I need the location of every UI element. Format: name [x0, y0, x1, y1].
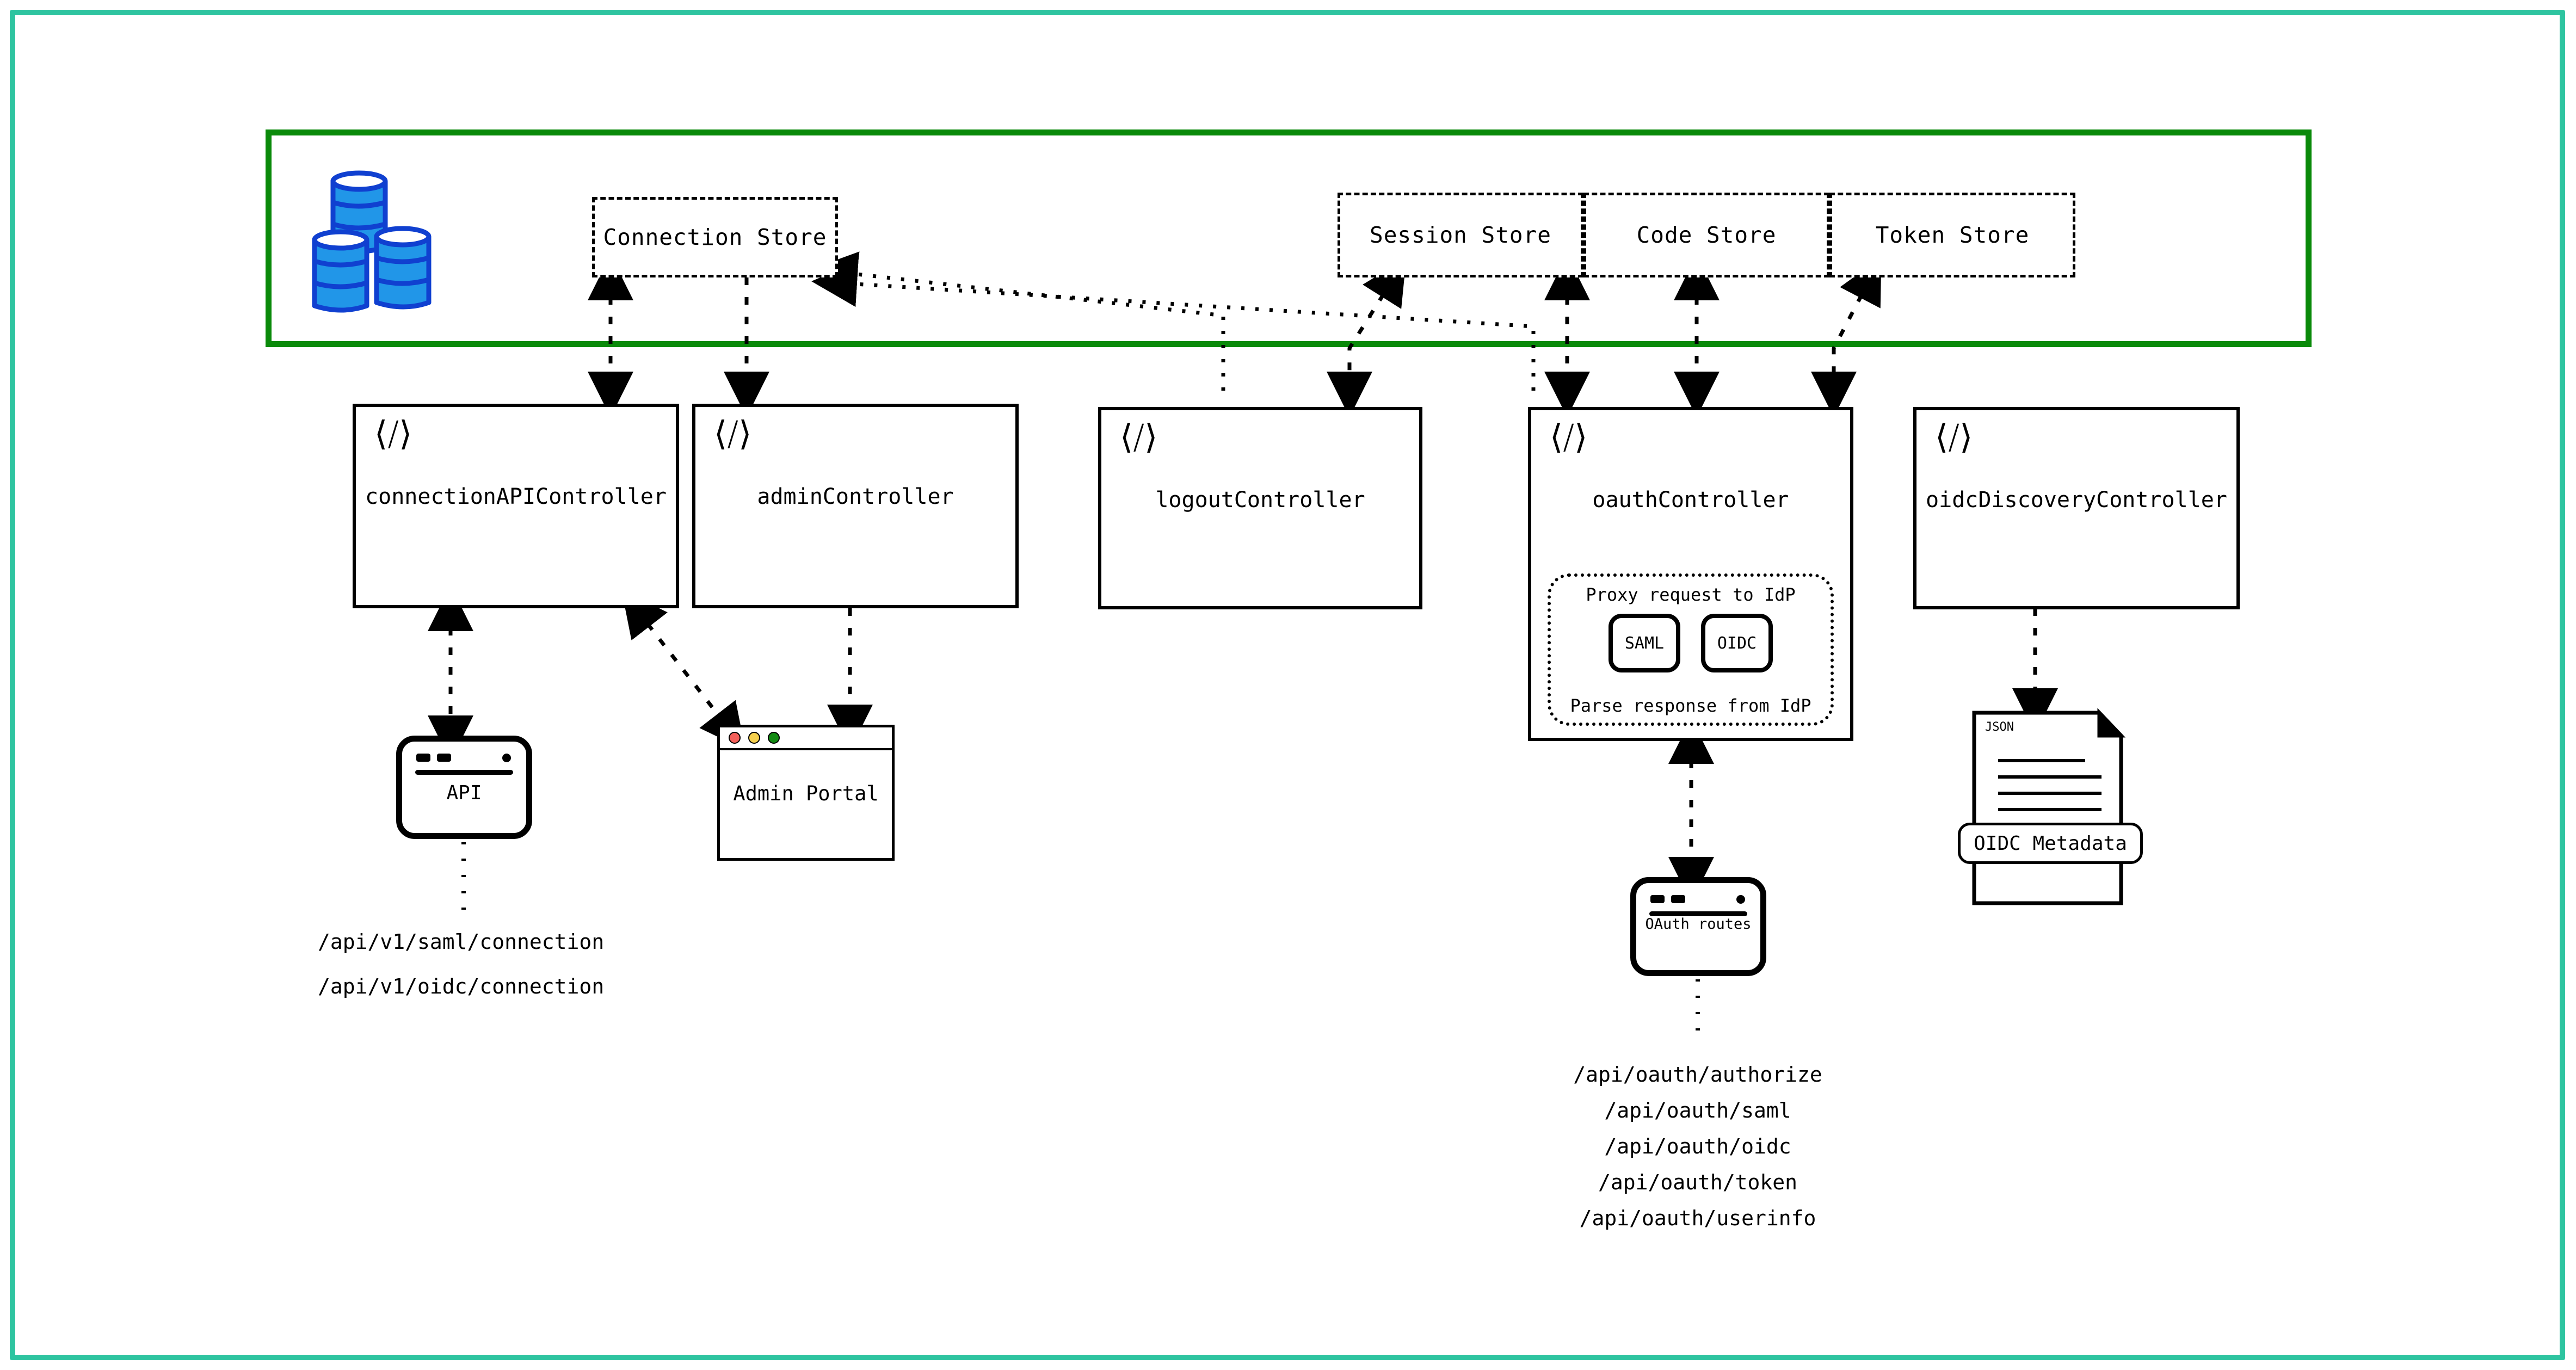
- browser-content: Admin Portal: [720, 750, 892, 858]
- store-code-store[interactable]: Code Store: [1583, 193, 1829, 277]
- node-api[interactable]: API: [396, 736, 532, 839]
- path-item: /api/v1/saml/connection: [318, 930, 605, 954]
- node-label: Admin Portal: [733, 782, 879, 805]
- store-token-store[interactable]: Token Store: [1829, 193, 2075, 277]
- controller-oidc-discovery[interactable]: ⟨/⟩ oidcDiscoveryController: [1913, 407, 2240, 609]
- node-label: API: [446, 782, 482, 804]
- traffic-light-yellow-icon: [748, 732, 760, 744]
- node-admin-portal[interactable]: Admin Portal: [717, 725, 895, 861]
- protocol-button-row: SAML OIDC: [1551, 614, 1831, 672]
- store-label: Token Store: [1875, 222, 2030, 248]
- proxy-request-label: Proxy request to IdP: [1586, 584, 1796, 605]
- controller-label: connectionAPIController: [365, 484, 667, 509]
- controller-label: oauthController: [1592, 487, 1789, 513]
- outer-frame: [10, 10, 2565, 1360]
- path-item: /api/oauth/saml: [1604, 1099, 1791, 1122]
- store-session-store[interactable]: Session Store: [1338, 193, 1583, 277]
- node-oauth-routes[interactable]: OAuth routes: [1630, 877, 1766, 976]
- protocol-button-oidc[interactable]: OIDC: [1701, 614, 1773, 672]
- path-item: /api/v1/oidc/connection: [318, 974, 605, 998]
- oidc-metadata-pill[interactable]: OIDC Metadata: [1958, 823, 2143, 864]
- code-brackets-icon: ⟨/⟩: [374, 414, 412, 453]
- traffic-light-green-icon: [768, 732, 780, 744]
- window-dot-icon: [1736, 895, 1745, 904]
- connection-api-path-list: /api/v1/saml/connection /api/v1/oidc/con…: [318, 919, 604, 1009]
- traffic-light-red-icon: [729, 732, 741, 744]
- controller-admin[interactable]: ⟨/⟩ adminController: [692, 404, 1019, 608]
- path-item: /api/oauth/userinfo: [1579, 1206, 1816, 1230]
- controller-label: adminController: [757, 484, 954, 509]
- node-label: OIDC Metadata: [1974, 832, 2127, 855]
- path-item: /api/oauth/authorize: [1573, 1063, 1822, 1087]
- store-label: Session Store: [1370, 222, 1551, 248]
- oauth-routes-path-list: /api/oauth/authorize /api/oauth/saml /ap…: [1513, 1057, 1883, 1236]
- protocol-label: SAML: [1624, 633, 1665, 653]
- oauth-idp-proxy-region: Proxy request to IdP SAML OIDC Parse res…: [1548, 573, 1834, 726]
- node-label: OAuth routes: [1645, 916, 1752, 933]
- store-label: Connection Store: [603, 224, 827, 250]
- controller-connection-api[interactable]: ⟨/⟩ connectionAPIController: [353, 404, 679, 608]
- protocol-label: OIDC: [1717, 633, 1757, 653]
- window-controls-icon: [416, 754, 451, 762]
- store-connection-store[interactable]: Connection Store: [592, 197, 838, 277]
- controller-label: oidcDiscoveryController: [1926, 487, 2227, 513]
- controller-oauth[interactable]: ⟨/⟩ oauthController Proxy request to IdP…: [1528, 407, 1853, 741]
- code-brackets-icon: ⟨/⟩: [714, 414, 752, 453]
- controller-label: logoutController: [1155, 487, 1365, 513]
- code-brackets-icon: ⟨/⟩: [1935, 417, 1973, 456]
- controller-logout[interactable]: ⟨/⟩ logoutController: [1098, 407, 1422, 609]
- node-oidc-metadata-document[interactable]: JSON: [1974, 713, 2121, 903]
- json-tag-label: JSON: [1985, 720, 2014, 734]
- code-brackets-icon: ⟨/⟩: [1120, 417, 1158, 456]
- window-dot-icon: [502, 754, 511, 762]
- parse-response-label: Parse response from IdP: [1570, 695, 1811, 716]
- path-item: /api/oauth/oidc: [1604, 1134, 1791, 1158]
- browser-titlebar: [720, 727, 892, 750]
- window-divider: [1649, 911, 1747, 916]
- protocol-button-saml[interactable]: SAML: [1609, 614, 1680, 672]
- window-controls-icon: [1650, 895, 1685, 903]
- store-label: Code Store: [1636, 222, 1777, 248]
- path-item: /api/oauth/token: [1598, 1170, 1798, 1194]
- window-divider: [415, 770, 513, 775]
- code-brackets-icon: ⟨/⟩: [1550, 417, 1588, 456]
